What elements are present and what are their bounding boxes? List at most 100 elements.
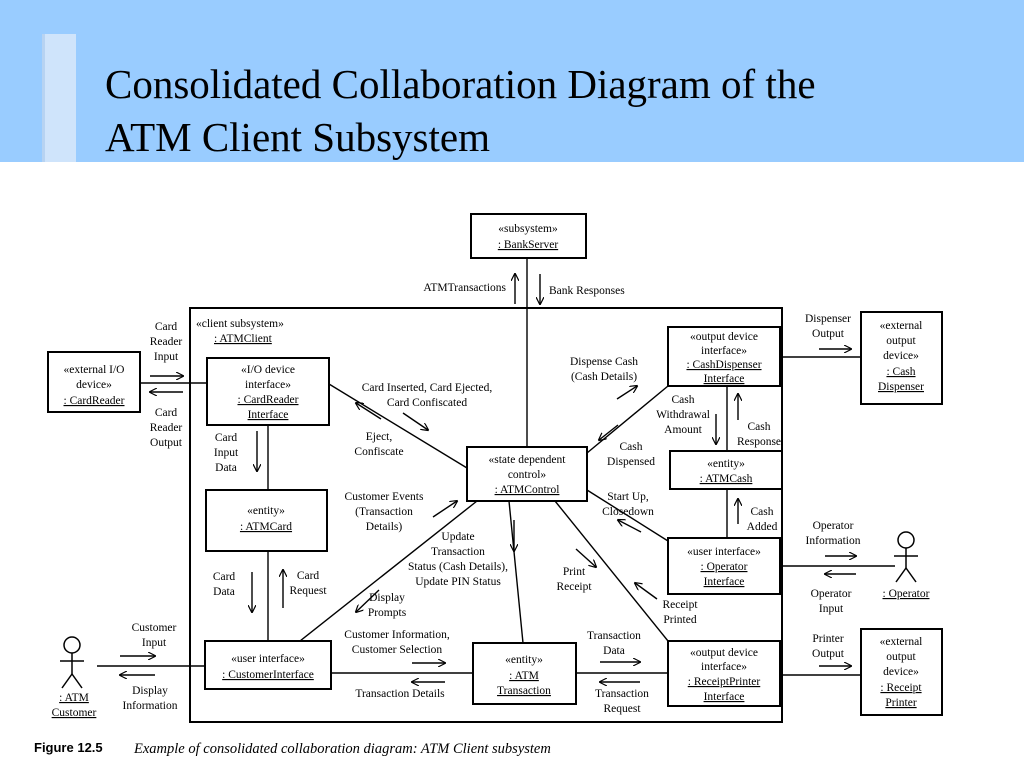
- cash-dispenser-interface-box: «output device interface» : CashDispense…: [667, 326, 781, 387]
- svg-text:«entity»: «entity»: [247, 505, 285, 517]
- svg-text:Transaction: Transaction: [431, 546, 485, 558]
- arrow-dispense-cash: [616, 386, 637, 400]
- svg-text:«user interface»: «user interface»: [231, 653, 305, 665]
- svg-text:: ATMCash: : ATMCash: [700, 473, 753, 485]
- svg-text:: ReceiptPrinter: : ReceiptPrinter: [688, 676, 761, 688]
- collaboration-diagram: «subsystem» : BankServer «client subsyst…: [34, 213, 943, 757]
- svg-text:Input: Input: [819, 603, 844, 615]
- svg-text:: ATMControl: : ATMControl: [495, 484, 560, 496]
- label-transaction-request: Transaction: [595, 688, 649, 700]
- atm-customer-actor: : ATM Customer: [52, 636, 97, 719]
- label-operator-input: Operator: [811, 588, 852, 600]
- message-labels: ATMTransactions Bank Responses Card Read…: [123, 282, 861, 715]
- label-start-up: Start Up,: [607, 491, 649, 503]
- svg-text:Prompts: Prompts: [368, 607, 407, 619]
- svg-text:«I/O device: «I/O device: [241, 364, 295, 376]
- svg-text:(Transaction: (Transaction: [355, 506, 413, 518]
- arrow-display-prompts: [356, 589, 380, 612]
- svg-text:Printer: Printer: [885, 697, 916, 709]
- svg-text:interface»: interface»: [701, 345, 747, 357]
- svg-text:device»: device»: [883, 350, 919, 362]
- operator-actor: : Operator: [883, 531, 930, 600]
- label-print-receipt: Print: [563, 566, 586, 578]
- svg-text:«external: «external: [880, 636, 923, 648]
- svg-text:Interface: Interface: [704, 373, 745, 385]
- svg-text:«output device: «output device: [690, 647, 758, 659]
- svg-text:Information: Information: [123, 700, 178, 712]
- svg-text:: CardReader: : CardReader: [238, 394, 299, 406]
- arrow-start-up: [618, 520, 642, 533]
- svg-text:Card Confiscated: Card Confiscated: [387, 397, 467, 409]
- link-customerif-control: [299, 500, 478, 642]
- label-cash-withdrawal-amount: Cash: [672, 394, 695, 406]
- svg-text:device»: device»: [883, 666, 919, 678]
- label-cash-dispensed: Cash: [620, 441, 643, 453]
- link-control-receiptif: [554, 500, 669, 642]
- label-bank-responses: Bank Responses: [549, 285, 625, 297]
- label-display-information: Display: [132, 685, 168, 697]
- svg-text:: Cash: : Cash: [886, 366, 915, 378]
- label-card-inserted: Card Inserted, Card Ejected,: [362, 382, 493, 394]
- operator-interface-box: «user interface» : Operator Interface: [667, 537, 781, 595]
- svg-text:«output device: «output device: [690, 331, 758, 343]
- label-card-data: Card: [213, 571, 236, 583]
- message-arrows: [120, 274, 856, 682]
- svg-text:output: output: [886, 651, 916, 663]
- svg-text:: CustomerInterface: : CustomerInterface: [222, 669, 314, 681]
- customer-interface-box: «user interface» : CustomerInterface: [204, 640, 332, 690]
- label-printer-output: Printer: [812, 633, 843, 645]
- svg-text:Customer: Customer: [52, 707, 97, 719]
- svg-text:Interface: Interface: [704, 691, 745, 703]
- svg-text:Printed: Printed: [663, 614, 696, 626]
- svg-text:Interface: Interface: [704, 576, 745, 588]
- svg-text:Dispensed: Dispensed: [607, 456, 655, 468]
- arrow-cash-dispensed: [599, 424, 619, 440]
- svg-text:«entity»: «entity»: [505, 654, 543, 666]
- svg-text:Input: Input: [214, 447, 239, 459]
- svg-text:(Cash Details): (Cash Details): [571, 371, 637, 383]
- client-subsystem-name: : ATMClient: [214, 333, 273, 345]
- svg-text:Update PIN Status: Update PIN Status: [415, 576, 501, 588]
- arrow-customer-events: [432, 501, 457, 518]
- svg-text:interface»: interface»: [245, 379, 291, 391]
- slide-title-line-1: Consolidated Collaboration Diagram of th…: [105, 61, 816, 107]
- client-subsystem-stereotype: «client subsystem»: [196, 318, 284, 330]
- arrow-print-receipt: [575, 548, 596, 567]
- svg-text:Details): Details): [366, 521, 403, 533]
- svg-text:: Operator: : Operator: [883, 588, 930, 600]
- label-customer-events: Customer Events: [345, 491, 424, 503]
- receipt-printer-interface-box: «output device interface» : ReceiptPrint…: [667, 640, 781, 707]
- svg-text:output: output: [886, 335, 916, 347]
- bank-server-stereotype: «subsystem»: [498, 223, 558, 235]
- label-dispenser-output: Dispenser: [805, 313, 851, 325]
- label-operator-information: Operator: [813, 520, 854, 532]
- card-reader-external-device: «external I/O device» : CardReader: [47, 351, 141, 413]
- association-links: [97, 258, 895, 676]
- svg-text:«state dependent: «state dependent: [489, 454, 567, 466]
- atm-control-box: «state dependent control» : ATMControl: [466, 446, 588, 502]
- bank-server-box: «subsystem» : BankServer: [470, 213, 587, 259]
- svg-text:control»: control»: [508, 469, 547, 481]
- svg-text:Output: Output: [812, 648, 845, 660]
- arrow-eject-confiscate: [356, 403, 382, 420]
- label-customer-input: Customer: [132, 622, 177, 634]
- card-reader-interface-box: «I/O device interface» : CardReader Inte…: [206, 357, 330, 426]
- svg-text:Amount: Amount: [664, 424, 703, 436]
- label-receipt-printed: Receipt: [662, 599, 698, 611]
- svg-text:: CardReader: : CardReader: [64, 395, 125, 407]
- slide-title-line-2: ATM Client Subsystem: [105, 114, 490, 160]
- link-control-transaction: [508, 500, 524, 644]
- stick-figure-icon: [894, 531, 918, 583]
- svg-text:Reader: Reader: [150, 422, 183, 434]
- svg-text:: CashDispenser: : CashDispenser: [686, 359, 761, 371]
- svg-text:: ATMCard: : ATMCard: [240, 521, 292, 533]
- label-transaction-details: Transaction Details: [355, 688, 445, 700]
- receipt-printer-external-device: «external output device» : Receipt Print…: [860, 628, 943, 716]
- figure-caption: Example of consolidated collaboration di…: [133, 741, 551, 757]
- svg-text:: Operator: : Operator: [701, 561, 748, 573]
- svg-text:Input: Input: [142, 637, 167, 649]
- label-cash-added: Cash: [751, 506, 774, 518]
- label-display-prompts: Display: [369, 592, 405, 604]
- svg-text:: ATM: : ATM: [59, 692, 89, 704]
- svg-text:«user interface»: «user interface»: [687, 546, 761, 558]
